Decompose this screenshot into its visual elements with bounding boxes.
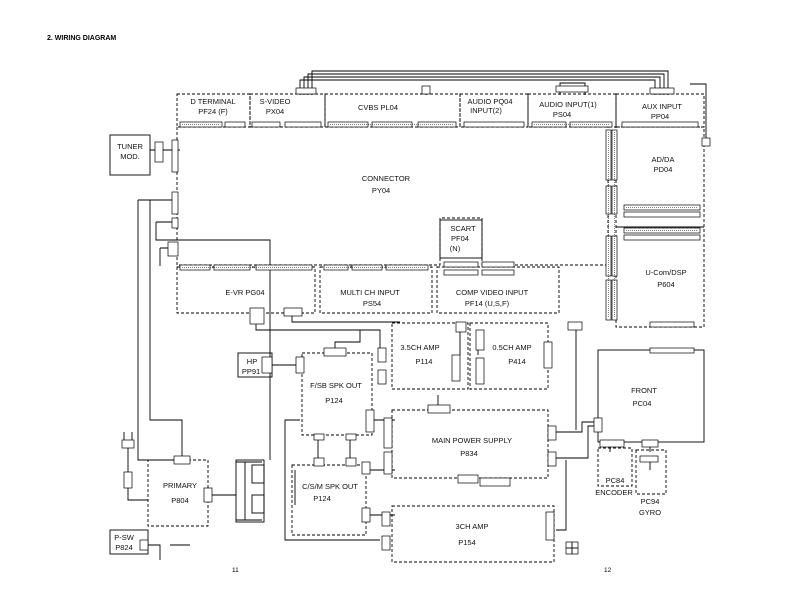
- comp-video-label: COMP VIDEO INPUT: [456, 288, 529, 297]
- e-vr-board: [176, 266, 316, 314]
- connector-label: CONNECTOR: [362, 174, 411, 183]
- connector-pins: [182, 124, 698, 318]
- csm-spk-sublabel: P124: [313, 494, 331, 503]
- tuner-sublabel: MOD.: [120, 152, 140, 161]
- scart-label: SCART: [450, 224, 476, 233]
- transformer-winding: [251, 494, 265, 514]
- fsb-spk-sublabel: P124: [325, 396, 343, 405]
- power-plug-icon: [123, 432, 133, 440]
- u-com-label: U-Com/DSP: [645, 268, 686, 277]
- front-label: FRONT: [631, 386, 657, 395]
- connector-sublabel: PY04: [372, 186, 390, 195]
- scart-region-label: (N): [450, 244, 461, 253]
- scart-board: [439, 219, 483, 259]
- csm-spk-out-board: [291, 464, 367, 536]
- fsb-spk-label: F/SB SPK OUT: [310, 381, 362, 390]
- amp-0-5ch-label: 0.5CH AMP: [492, 343, 531, 352]
- gyro-label: GYRO: [639, 508, 661, 517]
- scart-sublabel: PF04: [451, 234, 469, 243]
- gyro-sublabel: PC94: [641, 497, 660, 506]
- d-terminal-label: D TERMINAL: [190, 97, 235, 106]
- page-number-right: 12: [604, 567, 612, 574]
- hp-sublabel: PP91: [242, 367, 260, 376]
- u-com-sublabel: P604: [657, 280, 675, 289]
- s-video-sublabel: PX04: [266, 107, 284, 116]
- tuner-module: [109, 134, 151, 176]
- wiring-harness: [127, 70, 707, 560]
- audio-input1-sublabel: PS04: [553, 110, 571, 119]
- primary-sublabel: P804: [171, 496, 189, 505]
- ad-da-label: AD/DA: [652, 155, 675, 164]
- encoder-board: [597, 447, 633, 487]
- s-video-label: S-VIDEO: [260, 97, 291, 106]
- transformer-winding: [251, 464, 265, 484]
- main-power-sublabel: P834: [460, 449, 478, 458]
- primary-label: PRIMARY: [163, 481, 197, 490]
- aux-input-sublabel: PP04: [651, 112, 669, 121]
- front-board: [597, 349, 705, 443]
- p-sw-label: P-SW: [114, 533, 135, 542]
- audio-input1-label: AUDIO INPUT(1): [539, 100, 597, 109]
- encoder-label: ENCODER: [595, 488, 633, 497]
- p-sw-sublabel: P824: [115, 543, 133, 552]
- d-terminal-sublabel: PF24 (F): [198, 107, 228, 116]
- amp-0-5ch-sublabel: P414: [508, 357, 526, 366]
- amp-3ch-board: [391, 505, 555, 563]
- transformer: [235, 459, 265, 523]
- amp-3-5ch-sublabel: P114: [416, 357, 433, 366]
- hp-label: HP: [247, 357, 257, 366]
- csm-spk-label: C/S/M SPK OUT: [302, 482, 358, 491]
- gyro-board: [635, 449, 667, 495]
- encoder-sublabel: PC84: [606, 476, 625, 485]
- u-com-dsp-board: [615, 226, 705, 328]
- connector-board: [176, 127, 609, 266]
- multi-ch-sublabel: PS54: [363, 299, 381, 308]
- adjuster-icon: [566, 542, 578, 554]
- amp-3ch-label: 3CH AMP: [456, 522, 489, 531]
- aux-input-label: AUX INPUT: [642, 102, 682, 111]
- amp-3-5ch-board: [391, 322, 469, 390]
- page-number-left: 11: [232, 567, 239, 574]
- comp-video-sublabel: PF14 (U,S,F): [465, 299, 510, 308]
- e-vr-label: E-VR PG04: [225, 288, 264, 297]
- tuner-label: TUNER: [117, 142, 143, 151]
- audio-input2-sublabel: INPUT(2): [470, 106, 502, 115]
- ad-da-sublabel: PD04: [654, 165, 673, 174]
- front-sublabel: PC04: [633, 399, 652, 408]
- fsb-spk-out-board: [301, 352, 373, 436]
- audio-input2-label: AUDIO PQ04: [467, 97, 512, 106]
- multi-ch-label: MULTI CH INPUT: [340, 288, 400, 297]
- main-power-label: MAIN POWER SUPPLY: [432, 436, 512, 445]
- board-labels: D TERMINAL PF24 (F) S-VIDEO PX04 CVBS PL…: [114, 97, 686, 552]
- cvbs-label: CVBS PL04: [358, 103, 398, 112]
- amp-3ch-sublabel: P154: [458, 538, 476, 547]
- amp-3-5ch-label: 3.5CH AMP: [400, 343, 439, 352]
- primary-board: [147, 459, 209, 527]
- page-title: 2. WIRING DIAGRAM: [47, 35, 117, 42]
